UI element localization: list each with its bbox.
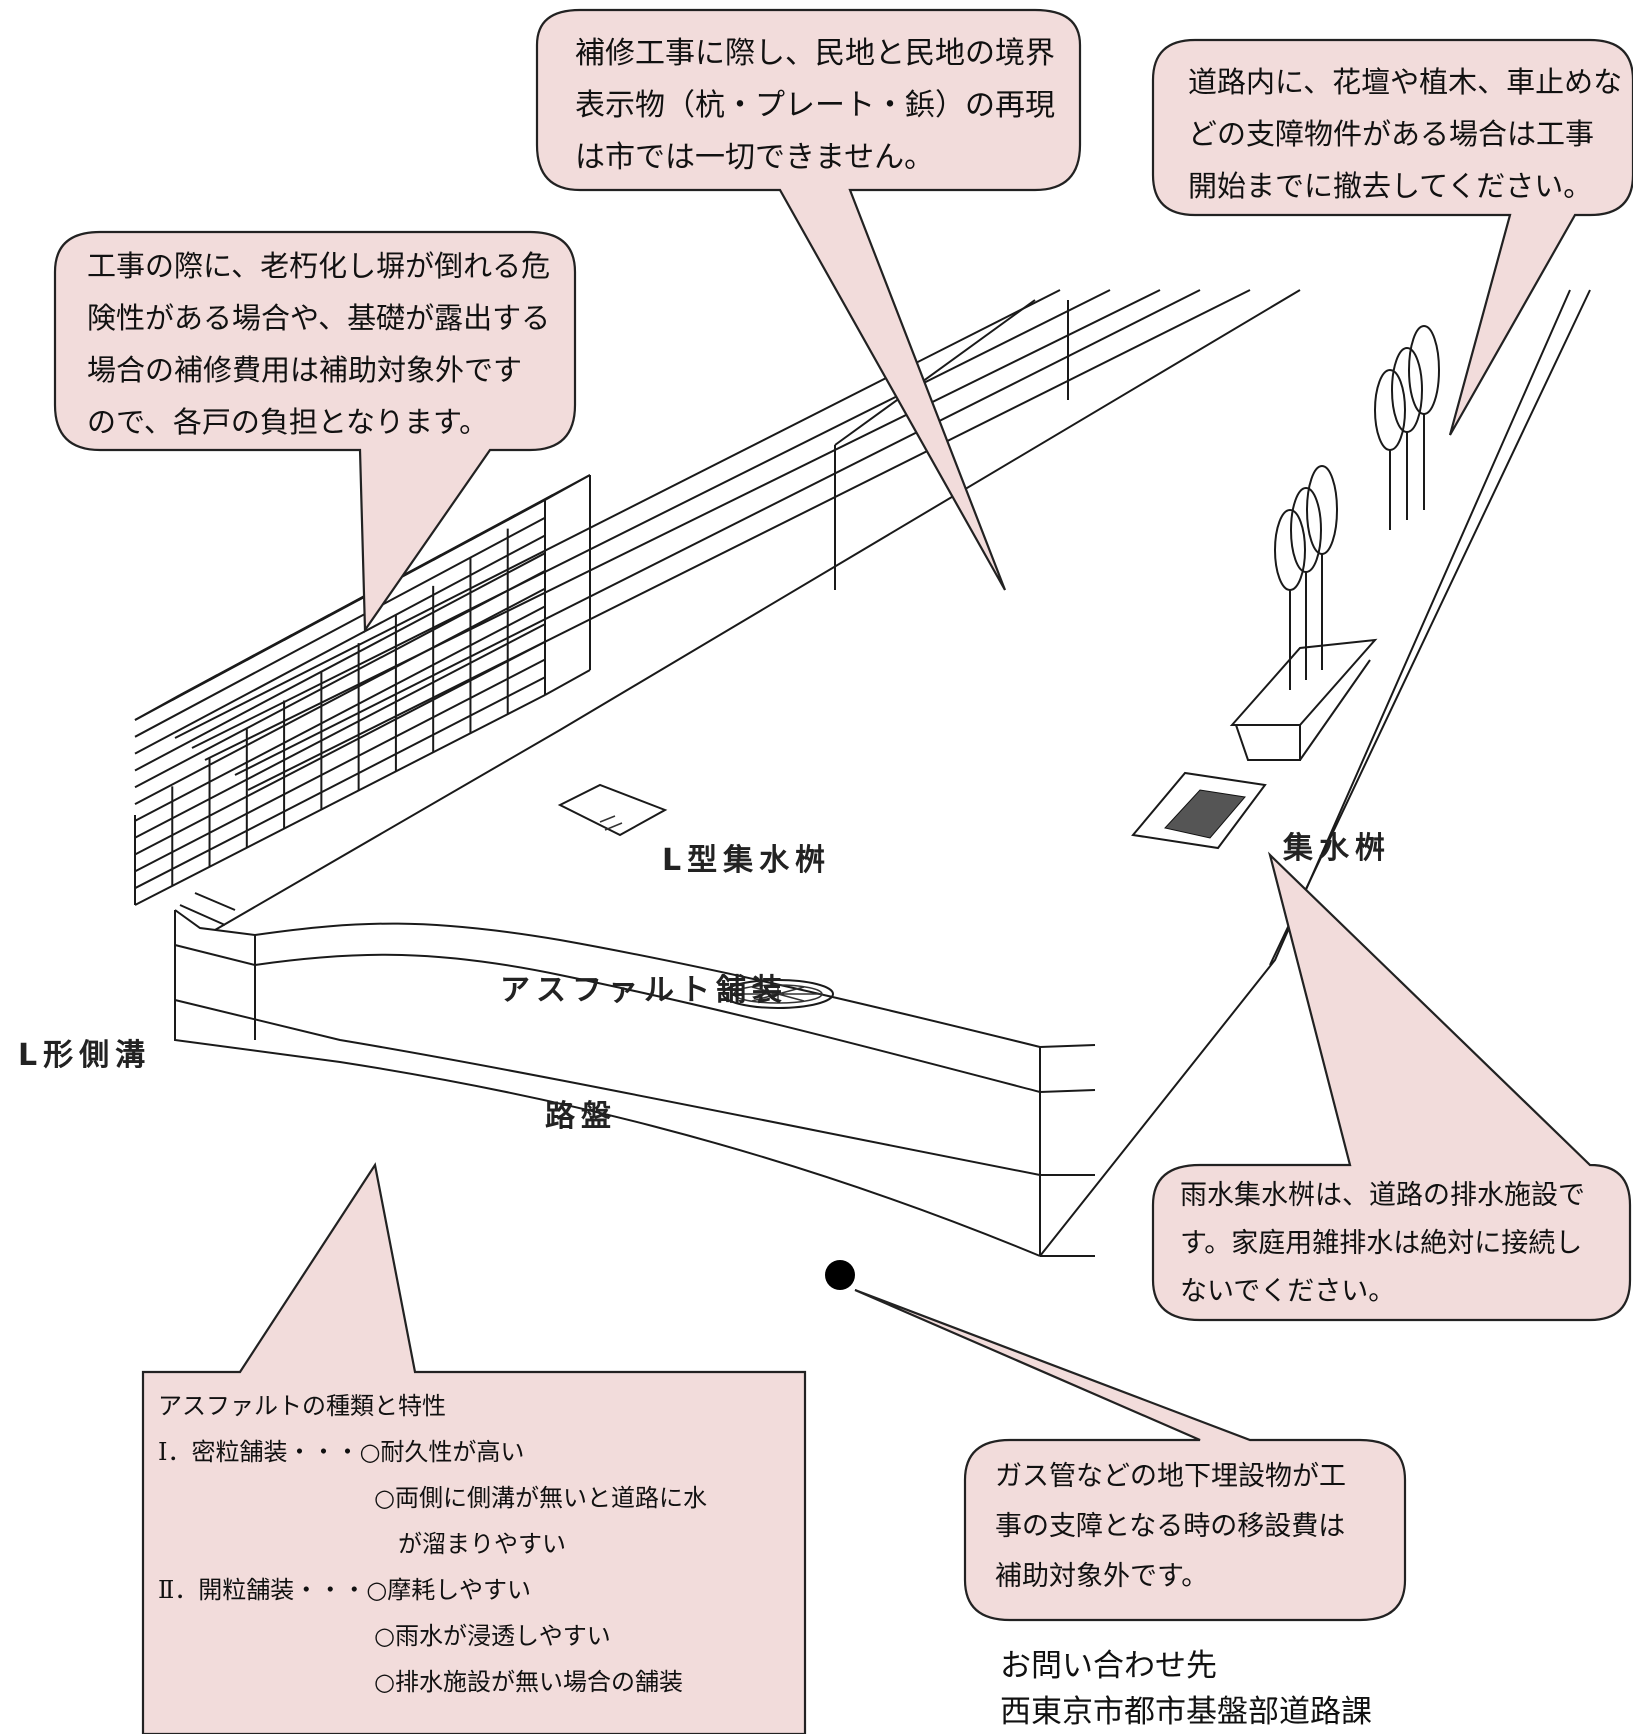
callout-drain-line: ないでください。 [1180, 1276, 1396, 1307]
asphalt-line: ○排水施設が無い場合の舗装 [158, 1668, 683, 1696]
road-structure [174, 289, 1591, 1257]
label-asphalt-pavement: アスファルト舗装 [500, 973, 788, 1008]
label-roadbed: 路盤 [545, 1099, 617, 1134]
callout-obstacles: 道路内に、花壇や植木、車止めな どの支障物件がある場合は工事 開始までに撤去して… [1188, 56, 1622, 212]
callout-wall-line: 場合の補修費用は補助対象外です [87, 353, 523, 387]
label-catch-basin: 集水桝 [1282, 831, 1391, 866]
asphalt-title: アスファルトの種類と特性 [158, 1392, 446, 1420]
callout-wall-shape [53, 230, 577, 634]
catch-basin [1131, 771, 1267, 850]
contact-info: お問い合わせ先 西東京市都市基盤部道路課 [1000, 1643, 1372, 1735]
callout-drain: 雨水集水桝は、道路の排水施設で す。家庭用雑排水は絶対に接続し ないでください。 [1180, 1172, 1585, 1316]
block-wall-line [134, 694, 546, 906]
block-wall-line [134, 640, 546, 856]
asphalt-line: Ⅱ．開粒舗装・・・○摩耗しやすい [158, 1576, 532, 1604]
block-wall-line [134, 534, 546, 755]
callout-wall-line: 険性がある場合や、基礎が露出する [87, 301, 551, 335]
trees [1274, 325, 1440, 690]
block-wall-line [544, 669, 591, 696]
callout-obstacles-line: どの支障物件がある場合は工事 [1188, 117, 1595, 151]
callout-obstacles-line: 道路内に、花壇や植木、車止めな [1188, 65, 1623, 99]
callout-gas: ガス管などの地下埋設物が工 事の支障となる時の移設費は 補助対象外です。 [995, 1452, 1346, 1602]
block-wall-line [134, 658, 546, 873]
callout-wall-line: ので、各戸の負担となります。 [87, 405, 489, 439]
contact-department: 西東京市都市基盤部道路課 [1000, 1694, 1372, 1730]
callout-boundary-line: 表示物（杭・プレート・鋲）の再現 [575, 88, 1055, 123]
callout-gas-line: ガス管などの地下埋設物が工 [995, 1461, 1346, 1492]
manhole [722, 979, 834, 1009]
callout-boundary-shape [535, 8, 1082, 591]
asphalt-line: Ⅰ．密粒舗装・・・○耐久性が高い [158, 1438, 525, 1466]
block-wall-line [134, 623, 546, 839]
block-wall [134, 474, 591, 906]
callout-boundary: 補修工事に際し、民地と民地の境界 表示物（杭・プレート・鋲）の再現 は市では一切… [575, 28, 1055, 184]
gas-pipe-marker [825, 1260, 855, 1290]
callout-drain-shape [1151, 851, 1632, 1322]
callout-drain-line: す。家庭用雑排水は絶対に接続し [1180, 1228, 1583, 1259]
callout-obstacles-line: 開始までに撤去してください。 [1188, 169, 1593, 203]
callout-wall: 工事の際に、老朽化し塀が倒れる危 険性がある場合や、基礎が露出する 場合の補修費… [87, 240, 550, 448]
block-wall-line [134, 570, 546, 789]
callout-asphalt: アスファルトの種類と特性 Ⅰ．密粒舗装・・・○耐久性が高い ○両側に側溝が無いと… [158, 1383, 707, 1705]
block-wall-line [134, 587, 546, 805]
block-wall-line [134, 516, 546, 738]
label-l-gutter: L形側溝 [18, 1038, 151, 1073]
callout-boundary-line: は市では一切できません。 [575, 140, 935, 175]
asphalt-line: が溜まりやすい [158, 1530, 566, 1558]
callout-gas-line: 事の支障となる時の移設費は [995, 1511, 1346, 1542]
block-wall-line [134, 552, 546, 772]
l-type-catch-basin [557, 783, 668, 837]
contact-heading: お問い合わせ先 [1000, 1648, 1217, 1684]
callout-obstacles-shape [1151, 38, 1633, 436]
callout-gas-line: 補助対象外です。 [995, 1561, 1209, 1592]
planter-box [1229, 638, 1378, 761]
label-l-catch-basin: L型集水桝 [662, 843, 831, 878]
callout-boundary-line: 補修工事に際し、民地と民地の境界 [575, 36, 1055, 71]
callout-wall-line: 工事の際に、老朽化し塀が倒れる危 [87, 249, 551, 283]
callout-drain-line: 雨水集水桝は、道路の排水施設で [1180, 1180, 1585, 1211]
block-wall-line [134, 676, 546, 890]
house-wall [834, 299, 1069, 590]
callout-gas-shape [854, 1288, 1407, 1622]
callout-asphalt-shape [141, 1162, 807, 1734]
block-wall-line [134, 605, 546, 822]
asphalt-line: ○両側に側溝が無いと道路に水 [158, 1484, 707, 1512]
asphalt-line: ○雨水が浸透しやすい [158, 1622, 611, 1650]
block-wall-line [507, 494, 554, 521]
